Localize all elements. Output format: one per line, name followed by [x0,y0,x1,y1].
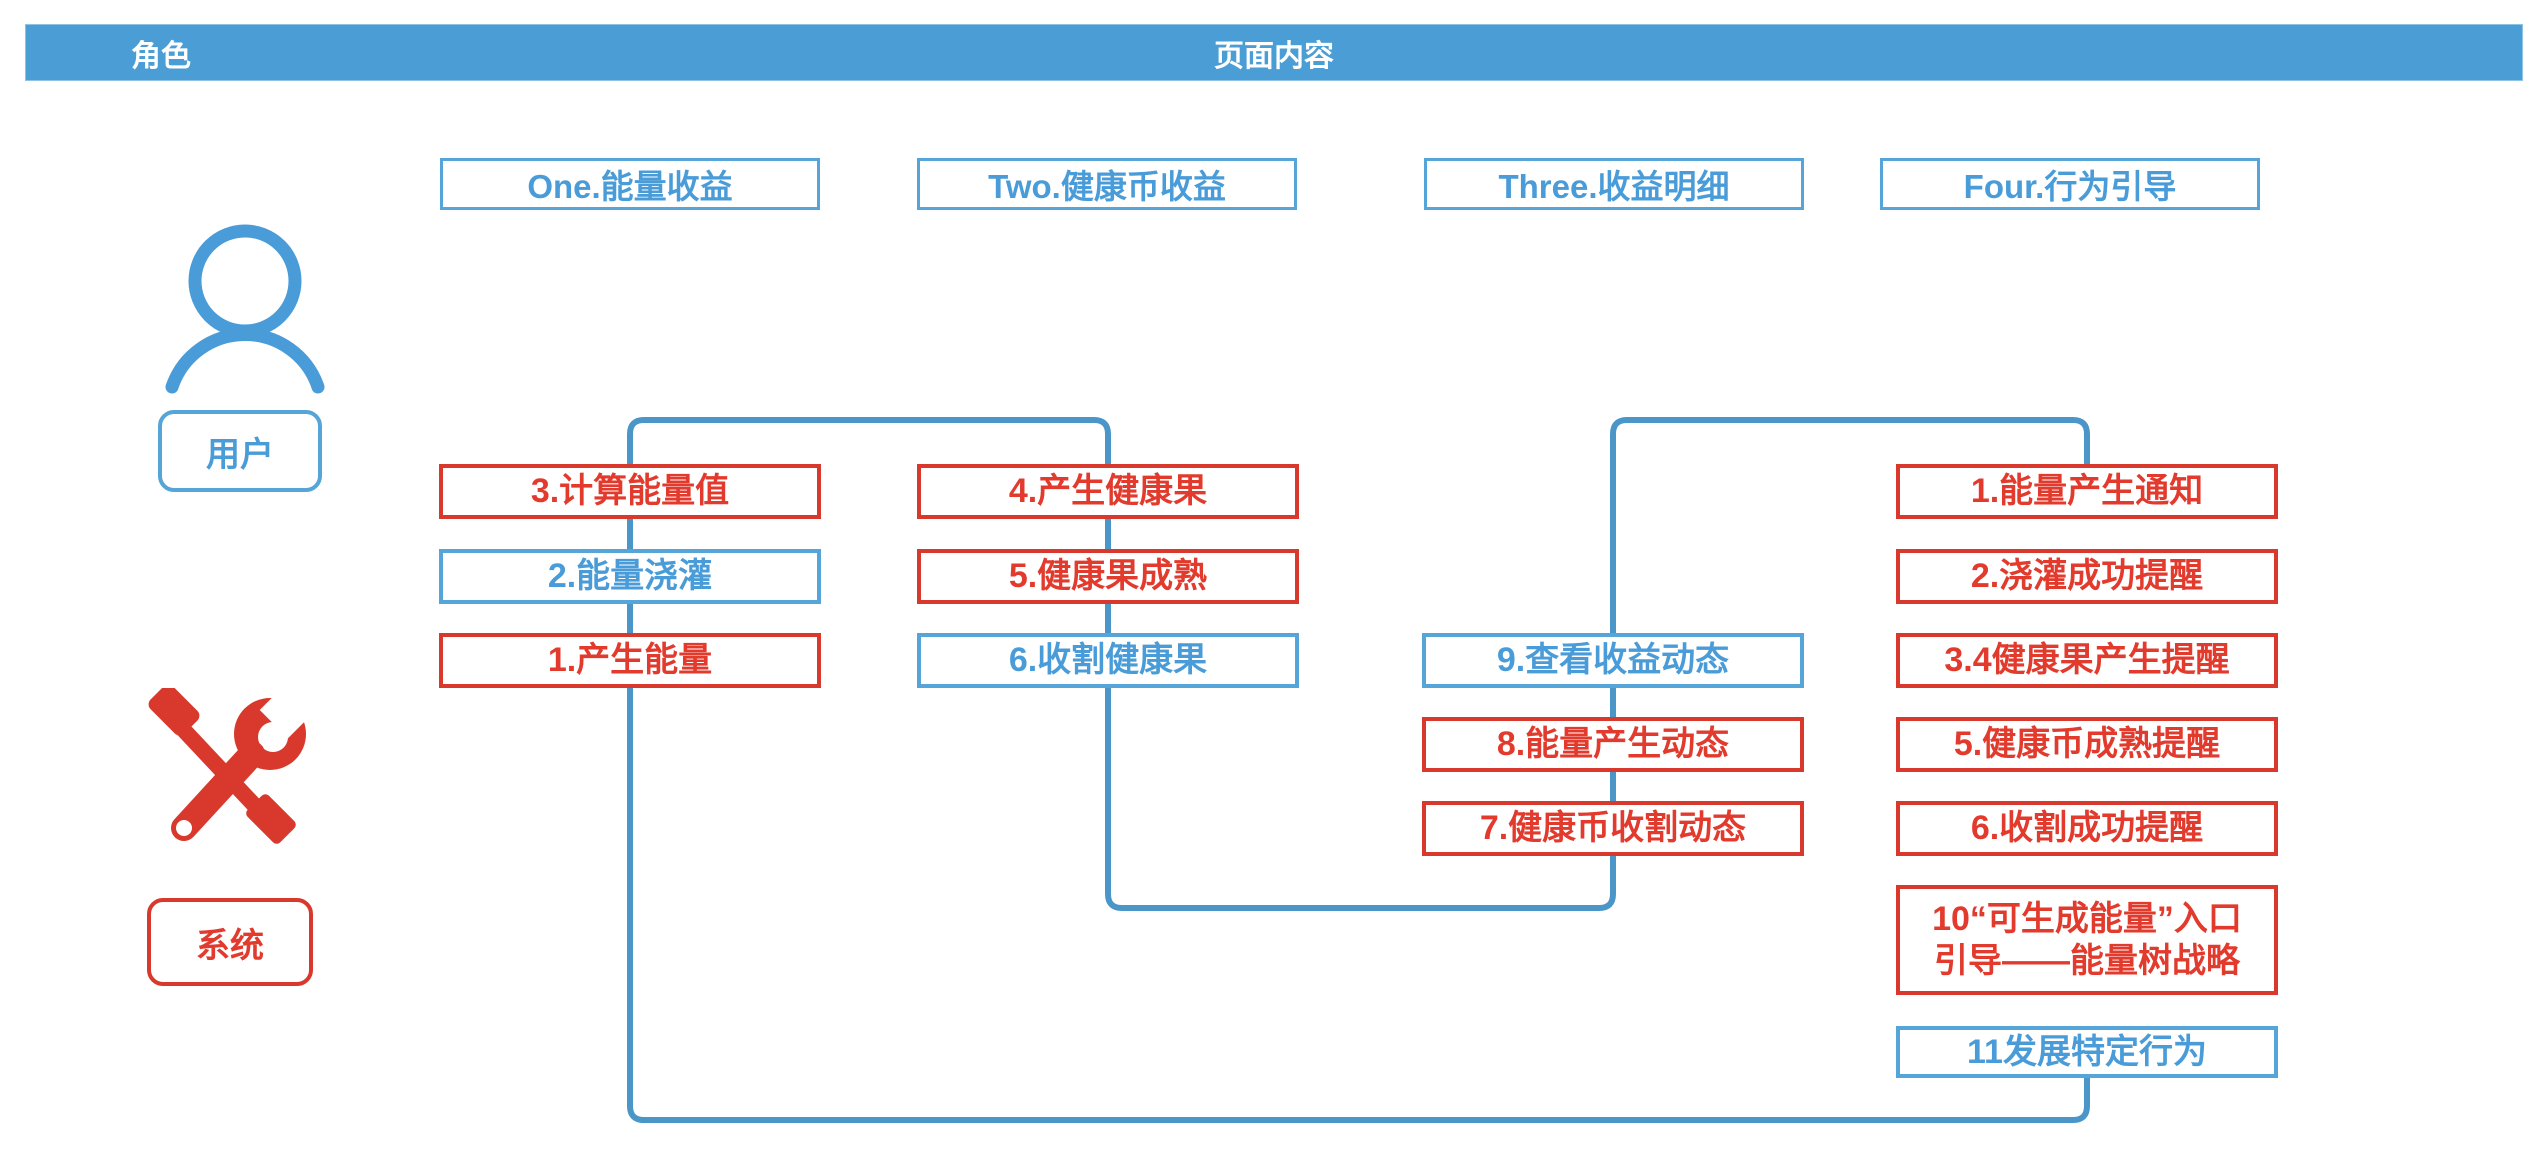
step-calc-energy-box: 3.计算能量值 [439,464,821,519]
notify-coin-ripen-box: 5.健康币成熟提醒 [1896,717,2278,772]
column-header-two: Two.健康币收益 [917,158,1297,210]
entry-guide-line1: 10“可生成能量”入口 [1932,899,2242,938]
develop-behavior-box: 11发展特定行为 [1896,1026,2278,1078]
user-person-icon [160,215,330,400]
step-produce-fruit-box: 4.产生健康果 [917,464,1299,519]
notify-harvest-box: 6.收割成功提醒 [1896,801,2278,856]
header-bar: 角色 页面内容 [25,24,2523,81]
step-energy-feed-box: 8.能量产生动态 [1422,717,1804,772]
step-fruit-ripen-box: 5.健康果成熟 [917,549,1299,604]
column-header-three: Three.收益明细 [1424,158,1804,210]
page-content-title: 页面内容 [1214,39,1334,73]
step-generate-energy-box: 1.产生能量 [439,633,821,688]
role-lane-title: 角色 [131,39,191,73]
notify-fruit-box: 3.4健康果产生提醒 [1896,633,2278,688]
step-view-earnings-box: 9.查看收益动态 [1422,633,1804,688]
system-tools-icon [140,688,320,860]
step-coin-harvest-feed-box: 7.健康币收割动态 [1422,801,1804,856]
column-header-four: Four.行为引导 [1880,158,2260,210]
entry-guide-line2: 引导——能量树战略 [1934,942,2240,980]
step-water-energy-box: 2.能量浇灌 [439,549,821,604]
step-harvest-fruit-box: 6.收割健康果 [917,633,1299,688]
entry-guide-box: 10“可生成能量”入口 引导——能量树战略 [1896,885,2278,995]
notify-energy-box: 1.能量产生通知 [1896,464,2278,519]
actor-system-label: 系统 [147,898,313,986]
actor-user-label: 用户 [158,410,322,492]
column-header-one: One.能量收益 [440,158,820,210]
notify-watering-box: 2.浇灌成功提醒 [1896,549,2278,604]
